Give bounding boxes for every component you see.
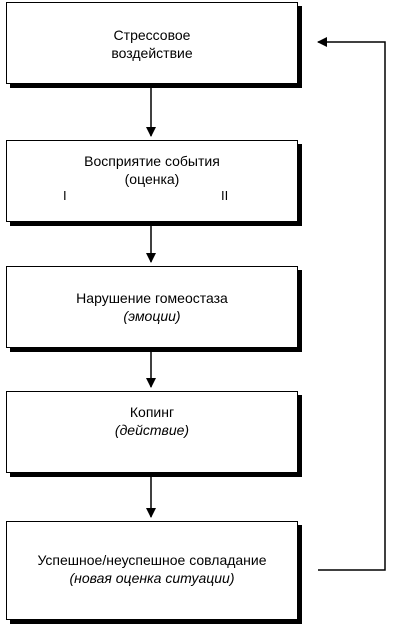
node-stress-impact-line-1: Стрессовое <box>113 27 191 43</box>
node-event-perception: Восприятие события (оценка) I II <box>6 140 298 222</box>
node-coping-outcome-line-1: Успешное/неуспешное совладание <box>37 552 267 568</box>
node-coping-line-1: Копинг <box>129 404 175 420</box>
arrow-feedback-outcome-to-stress <box>317 37 386 571</box>
node-stress-impact: Стрессовое воздействие <box>6 2 298 84</box>
node-event-perception-line-1: Восприятие события <box>84 153 220 169</box>
node-coping-outcome: Успешное/неуспешное совладание (новая оц… <box>6 521 298 620</box>
node-coping-line-2: (действие) <box>114 422 190 438</box>
appraisal-marker-primary: I <box>63 188 67 203</box>
node-homeostasis-disruption-line-2: (эмоции) <box>123 308 181 324</box>
appraisal-marker-secondary: II <box>221 188 229 203</box>
node-stress-impact-line-2: воздействие <box>111 45 193 61</box>
node-homeostasis-disruption-line-1: Нарушение гомеостаза <box>76 290 228 306</box>
node-homeostasis-disruption: Нарушение гомеостаза (эмоции) <box>6 266 298 348</box>
node-event-perception-line-2: (оценка) <box>124 171 180 187</box>
node-coping: Копинг (действие) <box>6 391 298 473</box>
node-coping-outcome-line-2: (новая оценка ситуации) <box>69 570 235 586</box>
